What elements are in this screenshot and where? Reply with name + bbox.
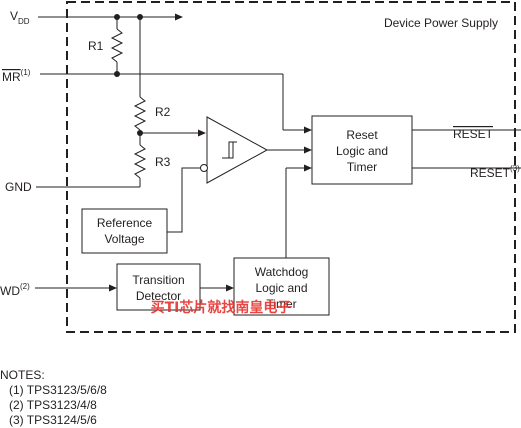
reset-logic-label-line-3: Timer — [347, 160, 377, 174]
r3-resistor — [133, 144, 147, 179]
note-item-3: (3) TPS3124/5/6 — [9, 413, 97, 427]
notes-section: NOTES: (1) TPS3123/5/6/8 (2) TPS3123/4/8… — [0, 368, 107, 428]
vdd-arrow — [175, 13, 183, 21]
transition-to-watchdog-arrow — [226, 284, 234, 292]
watermark-text: 买TI芯片就找南皇电子 — [151, 299, 292, 316]
schmitt-trigger-icon — [222, 141, 237, 159]
comparator-triangle — [206, 116, 269, 184]
mr-node-dot — [114, 71, 120, 77]
r2-resistor — [133, 96, 147, 131]
watchdog-label-line-3: Timer — [266, 297, 296, 311]
watchdog-label-line-2: Logic and — [255, 281, 307, 295]
transition-label-line-1: Transition — [132, 273, 184, 287]
note-item-2: (2) TPS3123/4/8 — [9, 398, 97, 412]
reset-logic-block — [311, 115, 413, 185]
reset-logic-label-line-1: Reset — [346, 128, 378, 142]
wd-pin-label: WD(2) — [0, 282, 30, 298]
note-item-1: (1) TPS3123/5/6/8 — [9, 383, 107, 397]
wd-arrow — [109, 284, 117, 292]
comparator-inverting-bubble — [200, 164, 208, 172]
notes-heading: NOTES: — [0, 368, 45, 382]
r2-label: R2 — [155, 105, 171, 119]
reference-label-line-2: Voltage — [104, 232, 144, 246]
mr-arrow — [304, 126, 312, 134]
vdd-pin-label: VDD — [10, 9, 30, 26]
r1-label: R1 — [88, 39, 104, 53]
reset-logic-label-line-2: Logic and — [336, 144, 388, 158]
watchdog-to-reset-arrow — [304, 164, 312, 172]
r3-label: R3 — [155, 155, 171, 169]
reset-bar-pin-label: RESET — [453, 127, 494, 141]
transition-label-line-2: Detector — [136, 289, 181, 303]
device-boundary — [66, 1, 516, 333]
comparator-plus-arrow — [198, 129, 206, 137]
reference-label-line-1: Reference — [97, 216, 153, 230]
mr-pin-label: MR(1) — [2, 68, 31, 84]
reference-to-comparator — [167, 167, 200, 233]
r1-resistor — [110, 28, 124, 63]
gnd-pin-label: GND — [5, 180, 32, 194]
watchdog-label-line-1: Watchdog — [255, 265, 309, 279]
watchdog-block — [233, 257, 330, 316]
transition-detector-block — [116, 263, 201, 311]
reset-pin-label: RESET(3) — [470, 164, 520, 180]
reference-voltage-block — [81, 208, 168, 254]
block-title: Device Power Supply — [384, 16, 498, 30]
comparator-output-arrow — [304, 146, 312, 154]
